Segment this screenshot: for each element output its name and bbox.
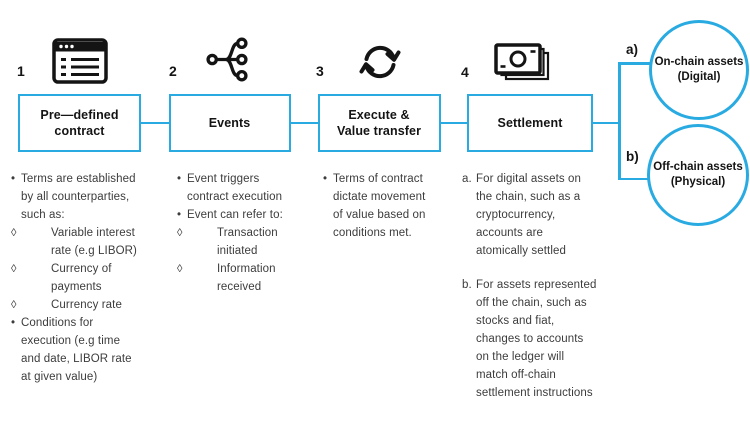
- connector-box2-box3: [289, 121, 318, 124]
- connector-box1-box2: [140, 121, 169, 124]
- outcome-name: On-chain assets (Digital): [654, 56, 744, 83]
- step-number-1: 1: [17, 63, 25, 79]
- list-text: Event triggers contract execution: [187, 173, 283, 203]
- list-text: For digital assets on the chain, such as…: [476, 173, 582, 257]
- list-marker: •: [11, 173, 16, 185]
- step-title: Execute & Value transfer: [336, 108, 422, 138]
- list-item: ◊ Transaction initiated: [177, 224, 327, 260]
- connector-box4-branch: [592, 121, 620, 124]
- details-settlement: a. For digital assets on the chain, such …: [462, 170, 640, 402]
- list-marker: a.: [462, 173, 472, 185]
- branch-stub-a: [618, 62, 652, 65]
- list-marker: •: [177, 173, 182, 185]
- details-predefined-contract: • Terms are established by all counterpar…: [11, 170, 171, 386]
- list-text: Terms are established by all counterpart…: [21, 173, 136, 221]
- list-marker: ◊: [11, 299, 17, 311]
- list-marker: •: [323, 173, 328, 185]
- list-item: a. For digital assets on the chain, such …: [462, 170, 640, 260]
- list-text: Currency rate: [51, 299, 122, 311]
- step-title: Settlement: [497, 116, 563, 130]
- connector-box3-box4: [439, 121, 468, 124]
- list-text: Transaction initiated: [217, 227, 278, 257]
- outcome-circle-off-chain: Off-chain assets (Physical): [647, 124, 749, 226]
- list-marker: •: [177, 209, 182, 221]
- branch-label-b: b): [626, 149, 639, 164]
- list-text: Variable interest rate (e.g LIBOR): [51, 227, 137, 257]
- list-item: • Terms are established by all counterpar…: [11, 170, 171, 224]
- details-execute-value-transfer: • Terms of contract dictate movement of v…: [323, 170, 463, 242]
- list-text: Information received: [217, 263, 276, 293]
- outcome-circle-on-chain: On-chain assets (Digital): [649, 20, 749, 120]
- step-box-execute-value-transfer: Execute & Value transfer: [317, 94, 441, 152]
- list-marker: ◊: [11, 263, 17, 275]
- branch-stub-b: [618, 177, 650, 180]
- step-box-predefined-contract: Pre—defined contract: [18, 94, 141, 152]
- list-marker: ◊: [177, 263, 183, 275]
- list-marker: •: [11, 317, 16, 329]
- list-text: For assets represented off the chain, su…: [476, 279, 597, 399]
- list-item: b. For assets represented off the chain, …: [462, 276, 640, 402]
- banknotes-icon: [494, 43, 552, 90]
- branch-events-icon: [206, 36, 248, 88]
- step-number-3: 3: [316, 63, 324, 79]
- cycle-arrows-icon: [356, 39, 404, 90]
- list-marker: ◊: [11, 227, 17, 239]
- list-item: • Conditions for execution (e.g time and …: [11, 314, 171, 386]
- list-item: • Terms of contract dictate movement of v…: [323, 170, 463, 242]
- step-title: Events: [208, 116, 251, 130]
- list-marker: ◊: [177, 227, 183, 239]
- step-number-4: 4: [461, 64, 469, 80]
- contract-window-icon: [52, 38, 108, 89]
- list-marker: b.: [462, 279, 472, 291]
- list-item: • Event triggers contract execution: [177, 170, 327, 206]
- step-number-2: 2: [169, 63, 177, 79]
- list-item: ◊ Variable interest rate (e.g LIBOR): [11, 224, 171, 260]
- details-events: • Event triggers contract execution • Event…: [177, 170, 327, 296]
- outcome-name: Off-chain assets (Physical): [653, 161, 743, 188]
- list-text: Event can refer to:: [187, 209, 283, 221]
- list-text: Currency of payments: [51, 263, 112, 293]
- list-item: ◊ Currency of payments: [11, 260, 171, 296]
- list-item: ◊ Currency rate: [11, 296, 171, 314]
- list-item: ◊ Information received: [177, 260, 327, 296]
- step-box-events: Events: [168, 94, 291, 152]
- branch-vertical-line: [618, 62, 621, 180]
- list-text: Terms of contract dictate movement of va…: [333, 173, 426, 239]
- branch-label-a: a): [626, 42, 639, 57]
- list-text: Conditions for execution (e.g time and d…: [21, 317, 132, 383]
- step-box-settlement: Settlement: [467, 94, 593, 152]
- step-title: Pre—defined contract: [40, 108, 119, 138]
- list-item: • Event can refer to:: [177, 206, 327, 224]
